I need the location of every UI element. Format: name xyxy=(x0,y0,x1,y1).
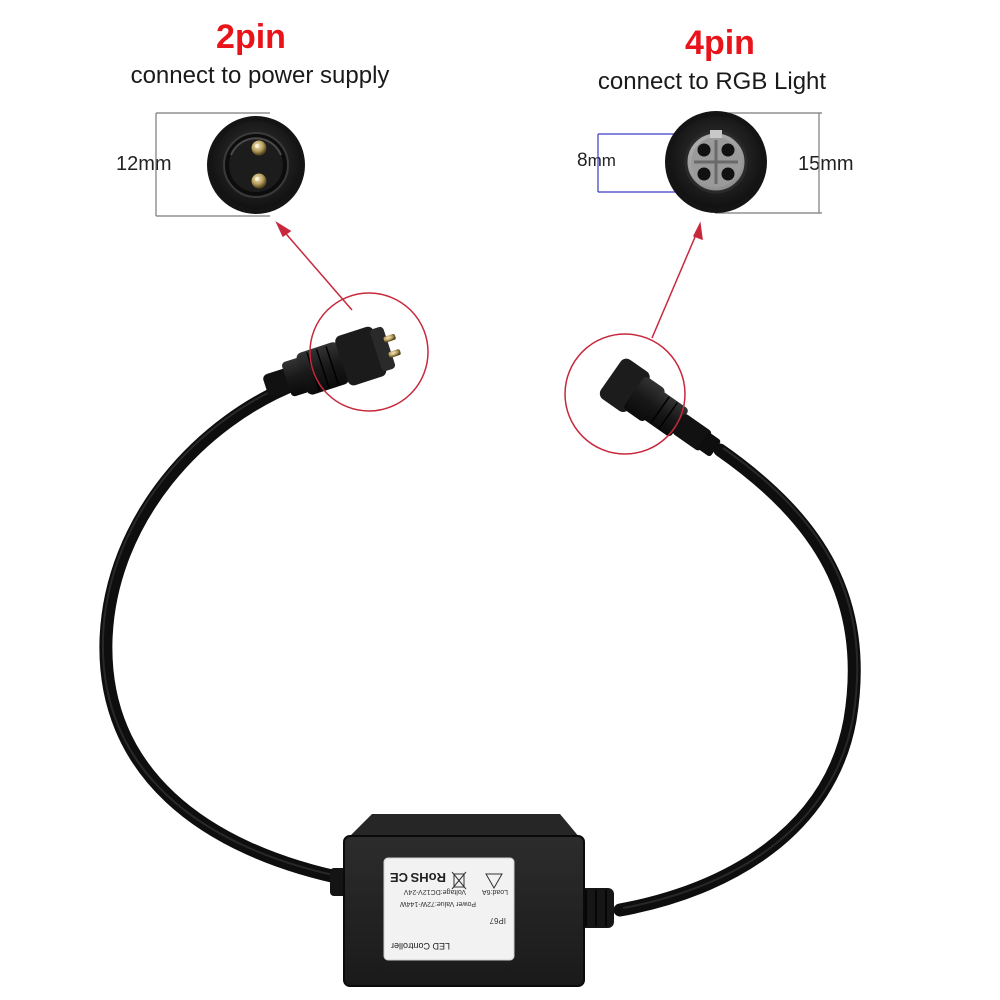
socket-hole-3 xyxy=(697,167,711,181)
right-connector-subtitle: connect to RGB Light xyxy=(597,68,827,95)
waste-bin-icon xyxy=(453,873,465,888)
left-dimension-bracket xyxy=(155,112,270,217)
right-highlight-circle xyxy=(564,333,686,455)
socket-hole-2 xyxy=(721,143,735,157)
right-outer-unit: mm xyxy=(820,153,854,175)
four-pin-connector-face xyxy=(665,111,767,213)
left-connector-title: 2pin xyxy=(216,18,286,56)
left-connector-subtitle: connect to power supply xyxy=(130,62,390,89)
cable-right xyxy=(613,443,861,917)
label-power: Power Value:72W-144W xyxy=(400,900,476,907)
right-inner-value: 8 xyxy=(577,150,588,171)
two-pin-plug xyxy=(263,292,429,412)
label-ip: IP67 xyxy=(489,916,506,925)
led-controller-box: RoHS CE Voltage:DC12V-24V Power Value:72… xyxy=(330,814,614,987)
right-inner-unit: mm xyxy=(587,151,616,170)
pin-bottom xyxy=(251,173,267,189)
warning-icon xyxy=(485,873,503,890)
socket-hole-4 xyxy=(721,167,735,181)
right-outer-dimension-bracket xyxy=(715,112,822,214)
right-pointer-arrow xyxy=(651,221,703,339)
pin-top xyxy=(251,140,267,156)
socket-hole-1 xyxy=(697,143,711,157)
right-outer-diameter-label: 15mm xyxy=(798,153,854,176)
right-outer-value: 15 xyxy=(798,153,821,175)
left-highlight-circle xyxy=(309,292,429,412)
four-pin-plug xyxy=(564,333,721,457)
left-diameter-label: 12mm xyxy=(116,153,172,176)
two-pin-connector-face xyxy=(207,116,305,214)
label-ce: CE xyxy=(390,870,408,885)
left-pointer-arrow xyxy=(275,221,353,311)
right-connector-title: 4pin xyxy=(685,24,755,62)
label-voltage: Voltage:DC12V-24V xyxy=(403,888,466,895)
controller-label: RoHS CE Voltage:DC12V-24V Power Value:72… xyxy=(383,857,515,961)
left-diameter-value: 12 xyxy=(116,153,139,175)
cable xyxy=(99,375,357,887)
left-diameter-unit: mm xyxy=(138,153,172,175)
right-inner-diameter-label: 8mm xyxy=(577,150,616,172)
label-name: LED Controller xyxy=(391,941,450,951)
label-rohs: RoHS xyxy=(410,870,446,885)
label-load: Load:6A xyxy=(482,888,508,895)
